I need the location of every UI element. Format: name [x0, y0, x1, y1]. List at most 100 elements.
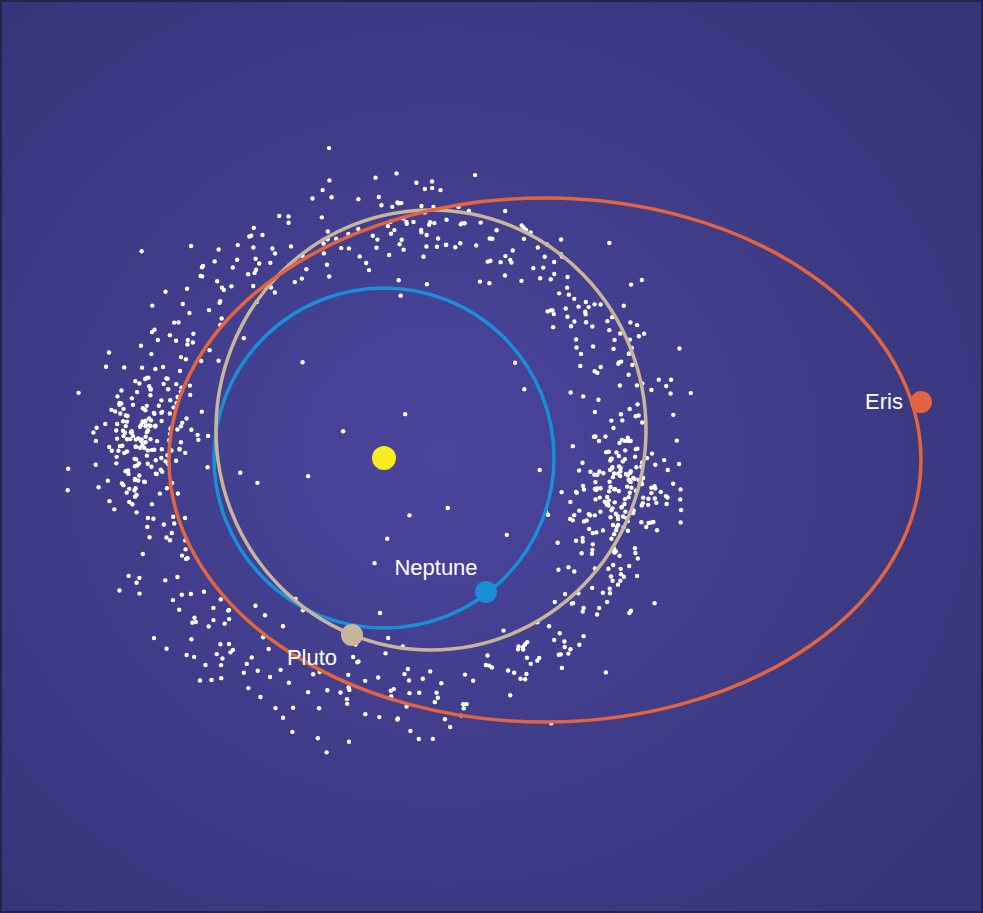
belt-object: [168, 333, 172, 337]
belt-object: [137, 461, 141, 465]
belt-object: [227, 642, 231, 646]
belt-object: [572, 297, 576, 301]
belt-object: [407, 513, 411, 517]
belt-object: [278, 668, 282, 672]
belt-object: [289, 244, 293, 248]
belt-object: [552, 638, 556, 642]
belt-object: [592, 435, 596, 439]
belt-object: [150, 303, 154, 307]
belt-object: [160, 447, 164, 451]
belt-object: [652, 601, 656, 605]
belt-object: [346, 673, 350, 677]
belt-object: [432, 221, 436, 225]
belt-object: [133, 379, 137, 383]
belt-object: [563, 645, 567, 649]
belt-object: [671, 482, 675, 486]
belt-object: [107, 445, 111, 449]
belt-object: [195, 433, 199, 437]
belt-object: [140, 365, 144, 369]
belt-object: [270, 246, 274, 250]
belt-object: [579, 551, 583, 555]
belt-object: [345, 702, 349, 706]
belt-object: [159, 410, 163, 414]
belt-object: [614, 450, 618, 454]
belt-object: [446, 506, 450, 510]
belt-object: [567, 292, 571, 296]
belt-object: [148, 387, 152, 391]
belt-object: [596, 398, 600, 402]
belt-object: [668, 391, 672, 395]
belt-object: [175, 575, 179, 579]
belt-object: [253, 604, 257, 608]
belt-object: [613, 487, 617, 491]
belt-object: [490, 665, 494, 669]
belt-object: [577, 468, 581, 472]
belt-object: [581, 394, 585, 398]
belt-object: [177, 608, 181, 612]
belt-object: [316, 736, 320, 740]
belt-object: [281, 715, 285, 719]
belt-object: [591, 542, 595, 546]
belt-object: [565, 315, 569, 319]
belt-object: [406, 667, 410, 671]
belt-object: [444, 218, 448, 222]
belt-object: [583, 310, 587, 314]
belt-object: [153, 424, 157, 428]
belt-object: [119, 388, 123, 392]
belt-object: [268, 675, 272, 679]
belt-object: [171, 598, 175, 602]
belt-object: [552, 312, 556, 316]
belt-object: [379, 203, 383, 207]
belt-object: [619, 412, 623, 416]
belt-object: [434, 690, 438, 694]
belt-object: [114, 428, 118, 432]
belt-object: [555, 541, 559, 545]
belt-object: [273, 290, 277, 294]
belt-object: [610, 578, 614, 582]
belt-object: [287, 681, 291, 685]
belt-object: [189, 592, 193, 596]
belt-object: [94, 426, 98, 430]
belt-object: [103, 422, 107, 426]
belt-object: [485, 653, 489, 657]
belt-object: [498, 260, 502, 264]
belt-object: [357, 254, 361, 258]
belt-object: [151, 517, 155, 521]
belt-object: [222, 288, 226, 292]
belt-object: [587, 527, 591, 531]
belt-object: [250, 655, 254, 659]
belt-object: [252, 226, 256, 230]
belt-object: [568, 647, 572, 651]
belt-object: [626, 495, 630, 499]
belt-object: [513, 361, 517, 365]
belt-object: [150, 502, 154, 506]
belt-object: [588, 513, 592, 517]
belt-object: [153, 367, 157, 371]
belt-object: [553, 600, 557, 604]
belt-object: [478, 279, 482, 283]
belt-object: [399, 238, 403, 242]
belt-object: [355, 660, 359, 664]
belt-object: [566, 651, 570, 655]
belt-object: [110, 449, 114, 453]
belt-object: [147, 535, 151, 539]
belt-object: [538, 276, 542, 280]
belt-object: [595, 612, 599, 616]
belt-object: [616, 514, 620, 518]
belt-object: [377, 195, 381, 199]
belt-object: [578, 364, 582, 368]
belt-object: [529, 662, 533, 666]
belt-object: [351, 655, 355, 659]
belt-object: [579, 352, 583, 356]
belt-object: [641, 495, 645, 499]
belt-object: [147, 423, 151, 427]
belt-object: [523, 677, 527, 681]
belt-object: [133, 477, 137, 481]
belt-object: [126, 574, 130, 578]
belt-object: [574, 345, 578, 349]
belt-object: [219, 316, 223, 320]
belt-object: [505, 533, 509, 537]
belt-object: [461, 702, 465, 706]
belt-object: [633, 546, 637, 550]
belt-object: [508, 693, 512, 697]
